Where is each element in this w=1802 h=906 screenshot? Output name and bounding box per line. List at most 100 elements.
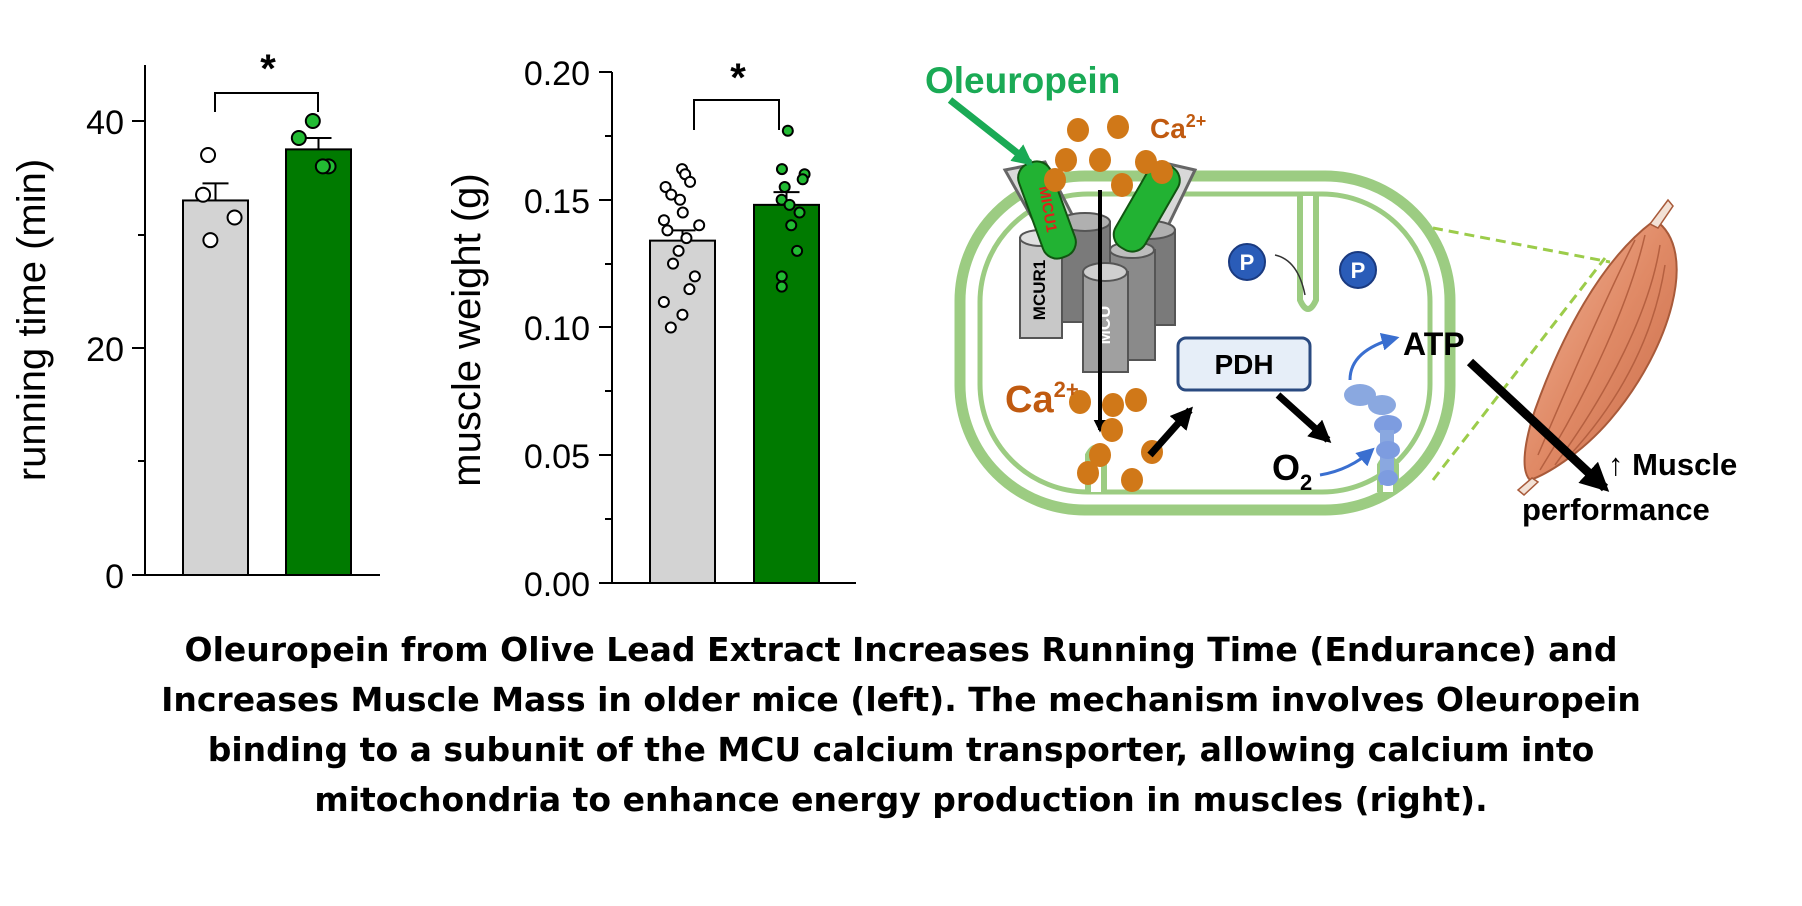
- calcium-ion: [1069, 390, 1091, 414]
- calcium-ion: [1111, 173, 1133, 197]
- muscle-tendon: [1648, 198, 1674, 229]
- calcium-ion: [1044, 168, 1066, 192]
- data-point: [775, 270, 788, 283]
- significance-bracket: [693, 99, 780, 130]
- muscle-fiber: [1554, 244, 1661, 466]
- data-point: [657, 295, 670, 308]
- o2-label: O2: [1272, 447, 1312, 495]
- data-point: [676, 206, 689, 219]
- data-point: [661, 224, 674, 237]
- data-point: [659, 180, 672, 193]
- muscle-illustration: [1431, 198, 1678, 496]
- y-tick-label: 0.00: [524, 566, 590, 604]
- calcium-ion: [1151, 160, 1173, 184]
- data-point: [657, 214, 670, 227]
- cylinder-mcu: [1082, 271, 1129, 373]
- cylinder-top: [1082, 262, 1128, 282]
- oleuropein-arrow: [947, 97, 1034, 166]
- y-ticks: [132, 120, 145, 576]
- bar-control: [649, 239, 716, 584]
- calcium-ion: [1125, 388, 1147, 412]
- data-point: [775, 280, 788, 293]
- calcium-base: Ca: [1005, 379, 1054, 421]
- calcium-charge: 2+: [1186, 111, 1207, 131]
- data-point: [783, 198, 796, 211]
- figure-caption: Oleuropein from Olive Lead Extract Incre…: [60, 625, 1742, 825]
- data-point: [200, 147, 217, 164]
- phosphate-curve: [1274, 254, 1306, 296]
- calcium-label-top: Ca2+: [1150, 111, 1206, 144]
- pdh-box: [1176, 336, 1312, 392]
- calcium-ion: [1102, 393, 1124, 417]
- o2-base: O: [1272, 447, 1300, 488]
- y-tick-label: 40: [86, 104, 124, 142]
- calcium-ion: [1055, 148, 1077, 172]
- y-tick-label: 0.15: [524, 183, 590, 221]
- calcium-base: Ca: [1150, 113, 1186, 144]
- data-point: [674, 193, 687, 206]
- zoom-dashed-line: [1432, 226, 1611, 264]
- adp-to-atp-arrow: [1348, 332, 1400, 381]
- data-point: [304, 113, 321, 129]
- data-point: [683, 283, 696, 296]
- phosphate-label: P: [1351, 258, 1366, 283]
- data-points: [195, 113, 337, 249]
- calcium-ion: [1135, 150, 1157, 174]
- mcu-channel-complex: MICU1 MCUR1 MCU: [1002, 160, 1198, 373]
- data-point: [226, 209, 243, 226]
- mechanism-diagram: MICU1 MCUR1 MCU Oleuropein Ca2+: [925, 60, 1737, 527]
- calcium-ion: [1089, 443, 1111, 467]
- pdh-label: PDH: [1214, 349, 1273, 380]
- bar-oleuropein: [753, 203, 820, 585]
- synthase-part: [1378, 470, 1398, 486]
- y-tick-label: 0.20: [524, 55, 590, 93]
- data-point: [290, 130, 307, 147]
- synthase-part: [1344, 384, 1376, 406]
- data-point: [796, 173, 809, 186]
- data-point: [314, 158, 331, 175]
- data-point: [676, 308, 689, 321]
- atp-label: ATP: [1403, 326, 1465, 362]
- muscle-tendon: [1516, 477, 1540, 496]
- calcium-ion: [1077, 461, 1099, 485]
- data-point: [665, 188, 678, 201]
- crista: [1297, 196, 1319, 312]
- calcium-ion: [1101, 418, 1123, 442]
- synthase-part: [1376, 441, 1400, 459]
- calcium-ions-matrix: [1069, 388, 1163, 492]
- data-point: [684, 175, 697, 188]
- mitochondrion-outer-membrane: [954, 170, 1456, 516]
- data-point: [195, 186, 212, 203]
- calcium-ion: [1089, 148, 1111, 172]
- running-time-chart: 0 20 40 running time (min) *: [10, 47, 380, 596]
- calcium-charge: 2+: [1054, 377, 1079, 402]
- muscle-performance-line1: ↑ Muscle: [1608, 447, 1737, 482]
- calcium-label-matrix: Ca2+: [1005, 377, 1079, 421]
- data-point: [672, 244, 685, 257]
- o2-subscript: 2: [1300, 470, 1312, 495]
- mcu-label: MCU: [1095, 306, 1114, 345]
- y-axis-label: muscle weight (g): [445, 173, 489, 486]
- muscle-fiber: [1537, 239, 1636, 456]
- pdh-to-o2-arrow: [1275, 392, 1332, 443]
- bar-control: [182, 199, 249, 576]
- muscle-performance-line2: performance: [1522, 492, 1710, 527]
- atp-synthase: [1344, 384, 1402, 486]
- data-point: [778, 180, 791, 193]
- data-point: [202, 232, 219, 249]
- y-tick-label: 0.05: [524, 438, 590, 476]
- synthase-part: [1368, 395, 1396, 415]
- data-point: [680, 232, 693, 245]
- data-point: [793, 206, 806, 219]
- data-point: [785, 219, 798, 232]
- mitochondrion-inner-membrane: [977, 191, 1433, 495]
- y-tick-label: 0.10: [524, 310, 590, 348]
- data-point: [688, 270, 701, 283]
- phosphate-label: P: [1240, 250, 1255, 275]
- calcium-ion: [1067, 118, 1089, 142]
- error-bar-control: [202, 182, 229, 201]
- atp-to-muscle-arrow: [1466, 358, 1610, 492]
- caption-line: mitochondria to enhance energy productio…: [314, 780, 1488, 819]
- data-points: [657, 124, 811, 334]
- y-tick-label: 20: [86, 331, 124, 369]
